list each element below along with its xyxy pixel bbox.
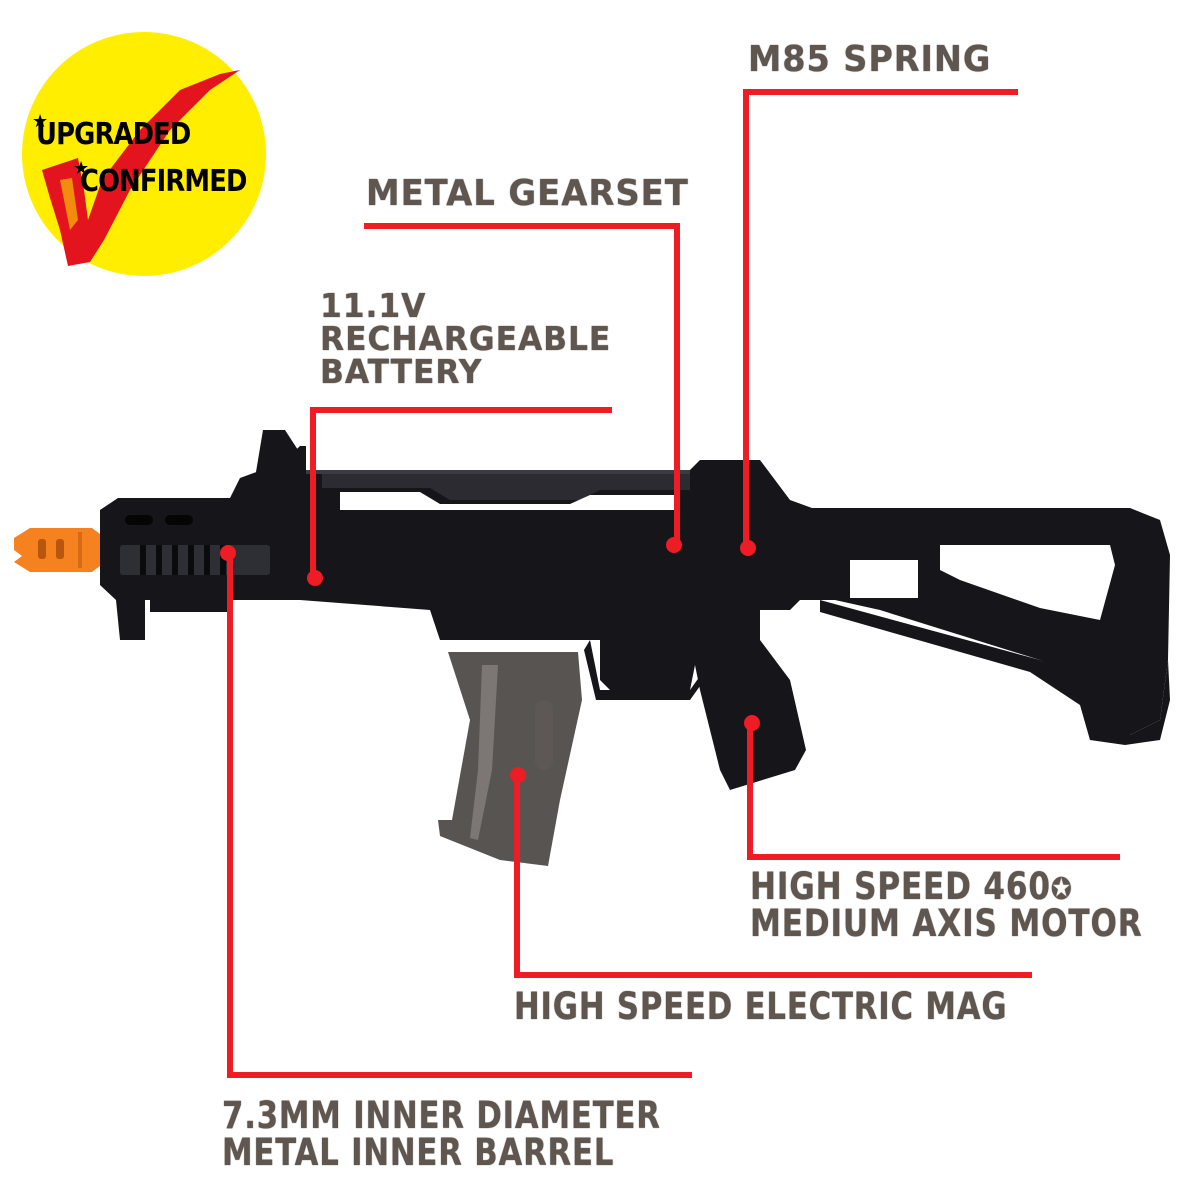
- upgraded-confirmed-badge: ★ UPGRADED ★ CONFIRMED: [20, 30, 268, 278]
- callout-mag-line-1: HIGH SPEED ELECTRIC MAG: [514, 985, 1008, 1028]
- leader-line-mag: [514, 778, 1032, 978]
- carry-handle-rail: [322, 474, 690, 500]
- callout-battery-line-1: 11.1V: [320, 286, 427, 325]
- trigger-guard: [584, 640, 700, 700]
- callout-motor: HIGH SPEED 460✪ MEDIUM AXIS MOTOR: [750, 868, 1142, 942]
- handguard: [100, 430, 1170, 735]
- callout-motor-line-1-text: HIGH SPEED 460: [750, 865, 1051, 908]
- callout-motor-line-2: MEDIUM AXIS MOTOR: [750, 902, 1143, 945]
- pistol-grip: [690, 640, 806, 790]
- leader-line-battery: [310, 407, 612, 578]
- magazine: [438, 652, 582, 866]
- callout-battery-line-3: BATTERY: [320, 352, 483, 391]
- callout-dot-barrel: [220, 545, 236, 561]
- callout-battery: 11.1V RECHARGEABLE BATTERY: [320, 289, 611, 388]
- callout-gearset: METAL GEARSET: [366, 176, 689, 212]
- callout-motor-line-1: HIGH SPEED 460✪: [750, 868, 1142, 905]
- callout-barrel-line-1: 7.3MM INNER DIAMETER: [222, 1094, 661, 1137]
- flash-hider: [14, 528, 104, 572]
- leader-line-spring: [743, 89, 1018, 548]
- callout-barrel-line-2: METAL INNER BARREL: [222, 1131, 615, 1174]
- callout-gearset-line-1: METAL GEARSET: [366, 173, 689, 214]
- callout-dot-battery: [307, 570, 323, 586]
- badge-circle: [22, 32, 266, 276]
- checkmark-icon: [42, 70, 240, 266]
- callout-battery-line-2: RECHARGEABLE: [320, 319, 612, 358]
- callout-dot-mag: [510, 767, 526, 783]
- stock-cutout-front: [850, 560, 918, 598]
- callout-barrel: 7.3MM INNER DIAMETER METAL INNER BARREL: [222, 1097, 661, 1171]
- stock-cutout-rear: [940, 545, 1115, 620]
- callout-mag: HIGH SPEED ELECTRIC MAG: [514, 988, 1007, 1025]
- leader-line-barrel: [227, 553, 692, 1078]
- callout-spring-line-1: M85 SPRING: [748, 39, 992, 80]
- callout-dot-spring: [740, 540, 756, 556]
- star-icon: ✪: [1050, 872, 1073, 907]
- callout-spring: M85 SPRING: [748, 42, 991, 78]
- badge-line-1: UPGRADED: [36, 117, 191, 152]
- star-icon: ★: [32, 111, 49, 132]
- leader-line-motor: [747, 725, 1120, 860]
- star-icon: ★: [73, 158, 90, 179]
- badge-line-2: CONFIRMED: [80, 164, 247, 199]
- callout-dot-motor: [744, 715, 760, 731]
- leader-line-gearset: [364, 223, 680, 546]
- callout-dot-gearset: [666, 537, 682, 553]
